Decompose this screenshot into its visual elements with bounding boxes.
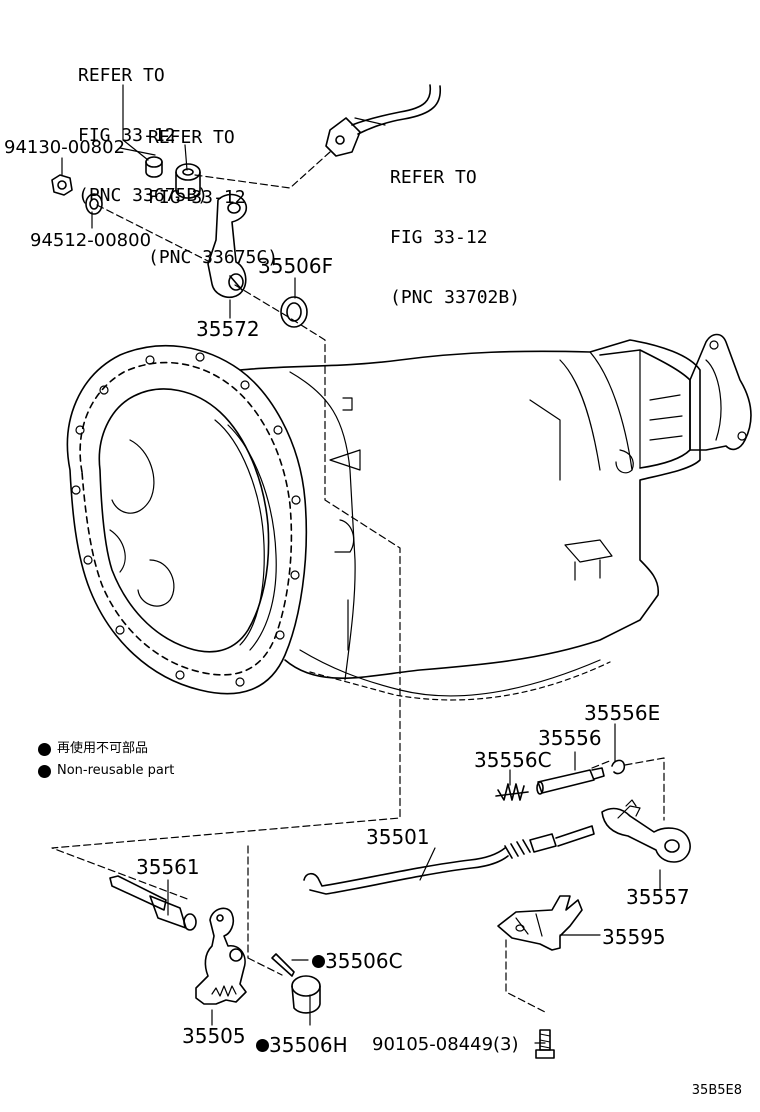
part-number-35556e: 35556E [584, 701, 661, 725]
part-number-35501: 35501 [366, 825, 430, 849]
part-number-text: 35506C [325, 949, 403, 973]
sleeve-33675b [145, 156, 163, 178]
ref-line: (PNC 33675B) [78, 185, 209, 206]
part-number-35506f: 35506F [258, 254, 334, 278]
legend-dot [38, 742, 51, 756]
part-number-35556c: 35556C [474, 748, 552, 772]
bracket-35557 [601, 799, 691, 863]
bushing-33675c [175, 163, 201, 199]
legend-dot [38, 764, 51, 778]
pin-35506c [271, 953, 295, 977]
part-number-35572: 35572 [196, 317, 260, 341]
diagram-code: 35B5E8 [691, 1083, 742, 1098]
seal-35506f [280, 296, 308, 328]
part-number-35561: 35561 [136, 855, 200, 879]
shaft-35561 [109, 875, 197, 931]
part-number-text: 35506H [269, 1033, 348, 1057]
part-number-35505: 35505 [182, 1024, 246, 1048]
washer-94512 [85, 193, 103, 215]
transmission-case [66, 333, 752, 701]
legend: 再使用不可部品 Non-reusable part [38, 738, 174, 782]
ref-line: FIG 33-12 [78, 125, 176, 146]
detent-lever-35505 [195, 907, 247, 1005]
part-number-35557: 35557 [626, 885, 690, 909]
ref-line: REFER TO [78, 65, 165, 86]
cable-end-33702b [325, 84, 442, 157]
part-number-35506h: 35506H [256, 1034, 348, 1056]
pin-35556 [536, 767, 605, 795]
part-number-35595: 35595 [602, 925, 666, 949]
legend-row-jp: 再使用不可部品 [38, 738, 174, 760]
non-reusable-dot [312, 955, 325, 968]
collar-35506h [291, 975, 321, 1014]
ref-line: FIG 33-12 [390, 227, 488, 248]
nut-94130 [51, 174, 73, 196]
ref-line: REFER TO [148, 127, 235, 148]
ref-line: FIG 33-12 [148, 187, 246, 208]
ref-line: (PNC 33702B) [390, 287, 521, 308]
ref-line: REFER TO [390, 167, 477, 188]
non-reusable-dot [256, 1039, 269, 1052]
legend-text-jp: 再使用不可部品 [57, 741, 149, 756]
part-number-90105: 90105-08449(3) [372, 1034, 519, 1055]
lever-35572 [207, 193, 248, 299]
ref-line: (PNC 33675C) [148, 247, 279, 268]
part-number-94512: 94512-00800 [30, 230, 152, 251]
legend-row-en: Non-reusable part [38, 760, 174, 782]
dashed-leaders [51, 151, 665, 1013]
ref-label-33675c: REFER TO FIG 33-12 (PNC 33675C) [148, 88, 278, 308]
part-number-35506c: 35506C [312, 950, 403, 972]
part-number-35556: 35556 [538, 726, 602, 750]
spring-35556c [495, 783, 529, 801]
clip-35556e [611, 759, 626, 775]
legend-text-en: Non-reusable part [57, 763, 175, 778]
part-number-94130: 94130-00802 [4, 137, 126, 158]
ref-label-33675b: REFER TO FIG 33-12 (PNC 33675B) [78, 26, 208, 246]
ref-label-33702b: REFER TO FIG 33-12 (PNC 33702B) [390, 128, 520, 348]
cable-35501 [303, 825, 595, 895]
bolt-90105 [535, 1029, 555, 1059]
bracket-35595 [497, 895, 583, 951]
